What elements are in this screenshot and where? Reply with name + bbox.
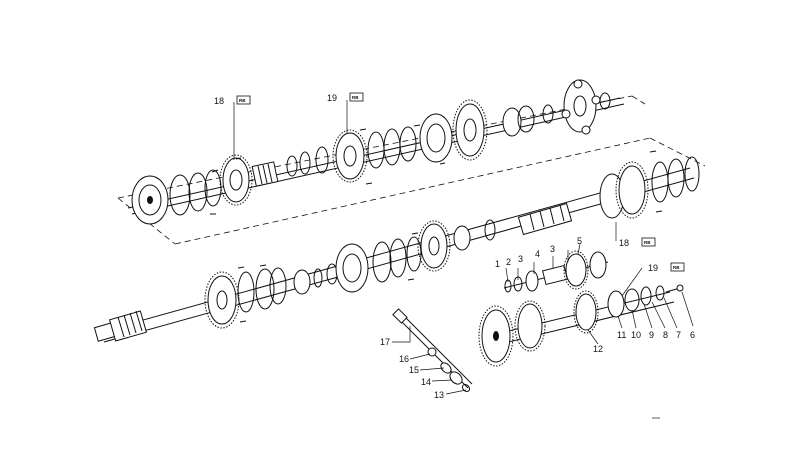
main-shaft-first-gear [204, 271, 240, 329]
upper-shaft-axis [127, 97, 621, 209]
callout-14: 14 [421, 377, 431, 387]
main-needle-bearing [293, 269, 311, 295]
callout-19-upper: 19 [327, 93, 337, 103]
countershaft-large-gear [478, 305, 514, 367]
shift-rod-assembly [392, 308, 473, 393]
main-shaft-second-gear [417, 220, 451, 272]
upper-gear-19 [332, 129, 368, 183]
callout-5: 5 [577, 236, 582, 246]
main-shaft-assembly [93, 150, 700, 343]
part-16-ring [427, 347, 437, 357]
part-9-washer [640, 286, 652, 306]
callout-10: 10 [631, 330, 641, 340]
callout-18-upper: 18 [214, 96, 224, 106]
reverse-idler-cluster [503, 250, 609, 293]
callout-16: 16 [399, 354, 409, 364]
callout-4: 4 [535, 249, 540, 259]
countershaft-assembly [478, 284, 684, 367]
part-5-gear [563, 250, 607, 290]
callout-18-lower: 18 [619, 238, 629, 248]
output-flange [561, 79, 611, 135]
callout-9: 9 [649, 330, 654, 340]
synchro-ring [169, 174, 191, 216]
part-6-bolt [676, 284, 684, 292]
lower-dashed-boundary [174, 137, 706, 245]
callout-19-lower: 19 [648, 263, 658, 273]
upper-bearing [502, 107, 522, 137]
part-11-bearing [607, 290, 625, 318]
svg-text:RB: RB [644, 240, 651, 245]
main-shaft-gear-18 [599, 161, 649, 219]
countershaft-second-gear [514, 300, 546, 352]
upper-dashed-boundary [117, 95, 646, 245]
badge-18-lower: RB [641, 237, 656, 247]
badge-19-upper: RB [349, 92, 364, 102]
main-shaft-axis [99, 167, 691, 333]
callout-15: 15 [409, 365, 419, 375]
callout-labels: 18 19 18 19 1 2 3 4 3 5 6 7 8 9 10 11 12… [214, 93, 695, 400]
callout-7: 7 [676, 330, 681, 340]
callout-11: 11 [617, 330, 626, 340]
part-3-bearing [525, 270, 539, 292]
part-14-gear [449, 371, 463, 385]
callout-13: 13 [434, 390, 444, 400]
part-8-washer [655, 285, 665, 301]
leader-lines [233, 100, 694, 419]
countershaft-gear-12 [573, 290, 599, 334]
upper-gear-18 [219, 154, 253, 206]
upper-synchro-hub [419, 113, 453, 163]
splined-section [517, 202, 573, 236]
part-15-collar [440, 362, 452, 374]
callout-17: 17 [380, 337, 390, 347]
main-synchro-hub [335, 243, 369, 293]
callout-6: 6 [690, 330, 695, 340]
part-4-shaft [542, 264, 568, 286]
svg-text:RB: RB [352, 95, 359, 100]
part-13-clip [461, 383, 471, 393]
badge-18-upper: RB [236, 95, 251, 105]
badge-19-lower: RB [670, 262, 685, 272]
callout-2: 2 [506, 257, 511, 267]
svg-text:RB: RB [239, 98, 246, 103]
upper-large-gear [452, 99, 488, 161]
callout-3-right: 3 [550, 244, 555, 254]
callout-8: 8 [663, 330, 668, 340]
upper-shaft-assembly [127, 79, 625, 225]
callout-3-left: 3 [518, 254, 523, 264]
callout-1: 1 [495, 259, 500, 269]
callout-12: 12 [593, 344, 603, 354]
svg-text:RB: RB [673, 265, 680, 270]
